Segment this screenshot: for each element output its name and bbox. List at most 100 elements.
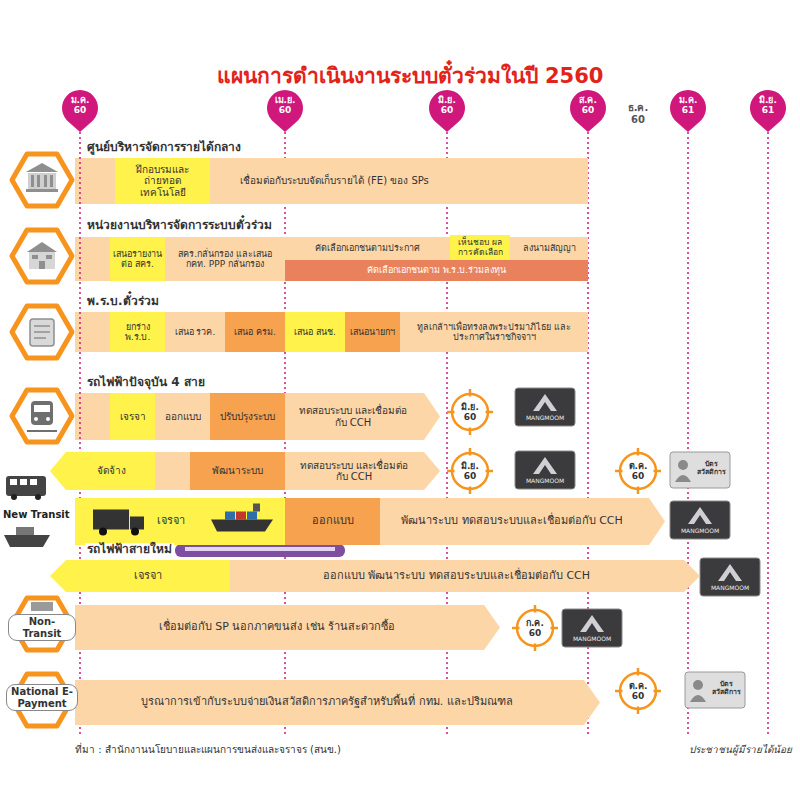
task-bar: จัดจ้าง [50, 452, 155, 490]
row-heading: หน่วยงานบริหารจัดการระบบตั๋วร่วม [85, 219, 274, 233]
target-ring [517, 610, 553, 646]
row-heading: รถไฟฟ้าสายใหม่ [85, 543, 174, 557]
month-label: ธ.ค. 60 [623, 102, 653, 125]
welfare-card [685, 672, 745, 708]
task-text: คัดเลือกเอกชนตาม พ.ร.บ.ร่วมลงทุน [367, 265, 506, 275]
task-bar: เจรจา [50, 560, 230, 592]
timeline-pin: มิ.ย. 60 [429, 90, 465, 132]
task-bar: ทดสอบระบบ และเชื่อมต่อกับ CCH [285, 452, 440, 490]
milestone-date: ต.ค. 60 [625, 461, 651, 482]
row-heading: ศูนย์บริหารจัดการรายได้กลาง [85, 141, 243, 155]
timeline-pin: มิ.ย. 61 [750, 90, 786, 132]
task-text: เสนอรายงาน ต่อ สคร. [113, 249, 162, 270]
pin-date: เม.ย. 60 [271, 95, 299, 116]
target-tick [637, 707, 640, 715]
target-tick [512, 627, 520, 630]
task-bar: บูรณาการเข้ากับระบบจ่ายเงินสวัสดิการภาคร… [75, 680, 600, 725]
task-text: เสนอ รวค. [175, 327, 216, 337]
office-icon [27, 242, 57, 269]
timeline-pin: ส.ค. 60 [570, 90, 606, 132]
task-text: เห็นชอบ ผลการคัดเลือก [453, 238, 507, 258]
task-text: ฝึกอบรมและ ถ่ายทอดเทคโนโลยี [122, 164, 204, 199]
mode-label: National E-Payment [6, 684, 78, 711]
mode-label: Non-Transit [8, 614, 76, 641]
milestone-date: มิ.ย. 60 [457, 461, 483, 482]
task-bar: ทดสอบระบบ และเชื่อมต่อกับ CCH [285, 393, 440, 440]
freight-icons [93, 504, 273, 536]
pin-marker [62, 90, 98, 132]
target-tick [637, 448, 640, 456]
train-icon [27, 401, 57, 431]
task-bar: เสนอ รวค. [165, 312, 225, 352]
target-tick [615, 470, 623, 473]
timeline-pin: เม.ย. 60 [267, 90, 303, 132]
smart-card [562, 609, 622, 647]
task-bar: คัดเลือกเอกชนตาม พ.ร.บ.ร่วมลงทุน [285, 260, 588, 281]
target-tick [469, 428, 472, 436]
task-bar: เจรจา [110, 393, 155, 440]
task-bar: เชื่อมต่อกับ SP นอกภาคขนส่ง เช่น ร้านสะด… [75, 605, 500, 650]
arrow-bar [285, 452, 440, 490]
target-tick [637, 668, 640, 676]
target-tick [447, 470, 455, 473]
arrow-bar [50, 452, 155, 490]
milestone-target: มิ.ย. 60 [449, 450, 491, 492]
card-label: บัตร สวัสดิการ [693, 460, 729, 476]
task-bar: เจรจา [75, 498, 285, 545]
target-tick [615, 690, 623, 693]
target-tick [534, 644, 537, 652]
task-text: เสนอนายกฯ [350, 327, 395, 337]
target-tick [447, 411, 455, 414]
task-text: ลงนามสัญญา [523, 243, 576, 253]
task-text: เชื่อมต่อกับระบบจัดเก็บรายได้ (FE) ของ S… [240, 175, 429, 187]
task-text: คัดเลือกเอกชนตามประกาศ [315, 243, 420, 253]
pin-date: ม.ค. 61 [674, 95, 702, 116]
task-bar: เสนอรายงาน ต่อ สคร. [110, 237, 165, 281]
milestone-date: มิ.ย. 60 [457, 402, 483, 423]
pin-marker [750, 90, 786, 132]
arrow-bar [75, 605, 500, 650]
target-ring [620, 453, 656, 489]
task-bar: ออกแบบ พัฒนาระบบ ทดสอบระบบและเชื่อมต่อกั… [230, 560, 700, 592]
task-bar: คัดเลือกเอกชนตามประกาศ [285, 237, 450, 259]
card-brand: MANGMOOM [562, 636, 622, 643]
task-bar: ฝึกอบรมและ ถ่ายทอดเทคโนโลยี [115, 158, 210, 204]
pin-date: มิ.ย. 61 [754, 95, 782, 116]
arrow-bar [50, 560, 230, 592]
arrow-bar [230, 560, 700, 592]
bus-icon [6, 476, 46, 500]
arrow-bar [380, 498, 665, 545]
pin-marker [670, 90, 706, 132]
task-text: พัฒนาระบบ ทดสอบระบบและเชื่อมต่อกับ CCH [401, 515, 623, 528]
task-text: เจรจา [157, 515, 185, 528]
milestone-target: ต.ค. 60 [617, 450, 659, 492]
task-bar: สคร.กลั่นกรอง และเสนอ กคท. PPP กลั่นกรอง [165, 237, 285, 281]
pin-date: มิ.ย. 60 [433, 95, 461, 116]
task-bar: เห็นชอบ ผลการคัดเลือก [450, 235, 510, 260]
smart-card [670, 501, 730, 539]
task-text: ออกแบบ [312, 515, 354, 528]
mode-label: New Transit [3, 509, 70, 521]
timeline-pin: ม.ค. 61 [670, 90, 706, 132]
target-tick [534, 605, 537, 613]
card-label: บัตร สวัสดิการ [708, 680, 744, 696]
task-text: ปรับปรุงระบบ [220, 411, 275, 423]
row-heading: พ.ร.บ.ตั๋วร่วม [85, 295, 161, 309]
pin-date: ม.ค. 60 [66, 95, 94, 116]
task-bar: พัฒนาระบบ ทดสอบระบบและเชื่อมต่อกับ CCH [380, 498, 665, 545]
task-bar: ออกแบบ [155, 393, 210, 440]
task-bar: เชื่อมต่อกับระบบจัดเก็บรายได้ (FE) ของ S… [210, 158, 588, 204]
task-text: เจรจา [134, 570, 162, 583]
task-text: ออกแบบ พัฒนาระบบ ทดสอบระบบและเชื่อมต่อกั… [323, 570, 590, 583]
milestone-date: ต.ค. 60 [625, 681, 651, 702]
chart-title: แผนการดำเนินงานระบบตั๋วร่วมในปี 2560 [20, 64, 800, 88]
welfare-card [670, 452, 730, 488]
milestone-target: มิ.ย. 60 [449, 391, 491, 433]
smart-card [515, 451, 575, 489]
target-tick [486, 470, 494, 473]
source-note: ที่มา : สำนักงานนโยบายและแผนการขนส่งและจ… [75, 744, 341, 756]
task-bar: ปรับปรุงระบบ [210, 393, 285, 440]
document-icon [30, 319, 54, 346]
pin-marker [429, 90, 465, 132]
task-text: บูรณาการเข้ากับระบบจ่ายเงินสวัสดิการภาคร… [141, 696, 513, 709]
